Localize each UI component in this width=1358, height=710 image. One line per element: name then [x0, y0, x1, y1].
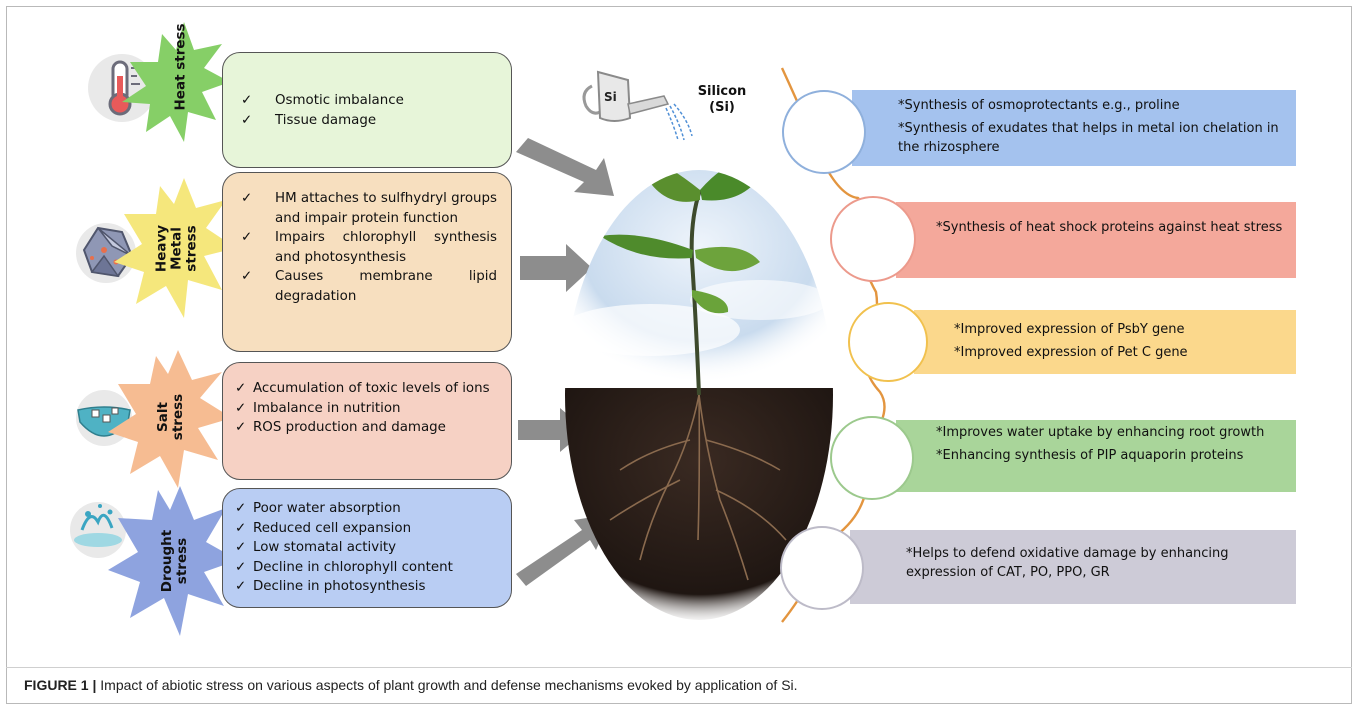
list-item: ✓HM attaches to sulfhydryl groups and im…	[241, 191, 497, 226]
list-item: ✓Impairs chlorophyll synthesis and photo…	[241, 230, 497, 265]
figure-frame	[6, 6, 1352, 704]
list-item: ✓Decline in photosynthesis	[235, 579, 426, 594]
mechanism-circle-3	[848, 302, 928, 382]
drought-stress-box: ✓Poor water absorption ✓Reduced cell exp…	[222, 488, 512, 608]
caption-label: FIGURE 1 |	[24, 677, 97, 693]
mechanism-box-3: *Improved expression of PsbY gene *Impro…	[914, 310, 1296, 374]
list-item: ✓Low stomatal activity	[235, 540, 397, 555]
salt-star-shape	[108, 350, 232, 488]
mechanism-box-5: *Helps to defend oxidative damage by enh…	[850, 530, 1296, 604]
figure-caption: FIGURE 1 | Impact of abiotic stress on v…	[24, 677, 798, 693]
caption-text: Impact of abiotic stress on various aspe…	[96, 677, 798, 693]
caption-divider	[6, 667, 1352, 668]
heat-arrow	[516, 138, 614, 196]
mechanism-box-2: *Synthesis of heat shock proteins agains…	[896, 202, 1296, 278]
metal-star-shape	[114, 178, 236, 318]
list-item: ✓Imbalance in nutrition	[235, 400, 401, 416]
metal-arrow	[520, 244, 592, 292]
list-item: ✓Poor water absorption	[235, 501, 401, 516]
list-item: ✓ROS production and damage	[235, 420, 446, 435]
mechanism-circle-1	[782, 90, 866, 174]
drought-arrow	[516, 514, 612, 586]
silicon-symbol: Si	[604, 90, 617, 104]
list-item: ✓Reduced cell expansion	[235, 520, 412, 536]
mechanism-box-1: *Synthesis of osmoprotectants e.g., prol…	[852, 90, 1296, 166]
watering-can-icon	[582, 70, 693, 141]
heavy-metal-stress-box: ✓HM attaches to sulfhydryl groups and im…	[222, 172, 512, 352]
list-item: ✓Causes membrane lipid degradation	[241, 269, 497, 304]
silicon-label: Silicon (Si)	[697, 84, 747, 115]
mechanism-circle-2	[830, 196, 916, 282]
list-item: ✓Tissue damage	[241, 112, 377, 128]
salt-stress-box: ✓Accumulation of toxic levels of ions ✓I…	[222, 362, 512, 480]
mechanism-box-4: *Improves water uptake by enhancing root…	[896, 420, 1296, 492]
heat-star-shape	[122, 22, 230, 142]
heat-stress-box: ✓Osmotic imbalance ✓Tissue damage	[222, 52, 512, 168]
mechanism-circle-4	[830, 416, 914, 500]
mechanism-circle-5	[780, 526, 864, 610]
water-splash-icon	[70, 502, 126, 558]
list-item: ✓Decline in chlorophyll content	[235, 559, 453, 575]
list-item: ✓Accumulation of toxic levels of ions	[235, 381, 490, 396]
list-item: ✓Osmotic imbalance	[241, 93, 404, 108]
drought-star-shape	[108, 486, 238, 636]
